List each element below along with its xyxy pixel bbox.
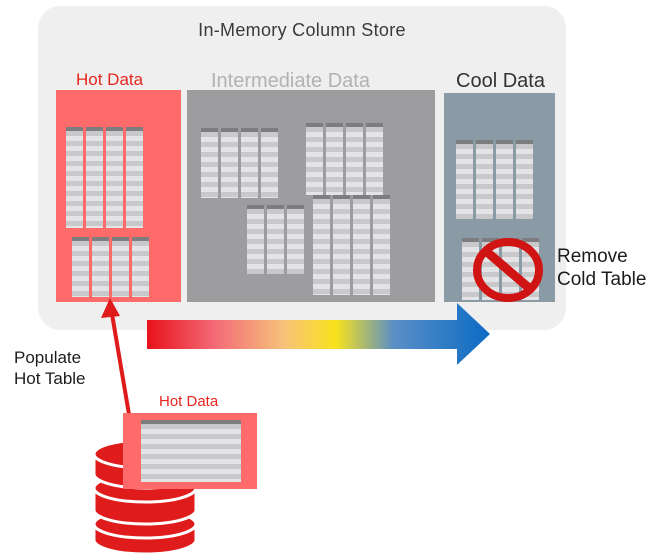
- store-title: In-Memory Column Store: [198, 20, 406, 40]
- cool-table: [456, 140, 533, 219]
- remove-label-line1: Remove: [557, 246, 628, 267]
- prohibited-icon: [473, 238, 543, 302]
- hot-table-large: [66, 127, 143, 228]
- arrow-icon: [147, 303, 490, 365]
- remove-label-line2: Cold Table: [557, 269, 647, 290]
- intermediate-data-label: Intermediate Data: [211, 70, 370, 92]
- populate-label-line2: Hot Table: [14, 369, 86, 388]
- intermediate-table-4: [313, 195, 390, 295]
- intermediate-table-2: [306, 123, 383, 195]
- intermediate-table-1: [201, 128, 278, 198]
- hot-table-small: [72, 237, 149, 297]
- hot-data-box-table: [141, 420, 241, 482]
- populate-hot-table-label: Populate Hot Table: [14, 347, 86, 389]
- hot-data-label: Hot Data: [76, 70, 144, 89]
- intermediate-table-3: [247, 205, 304, 274]
- populate-label-line1: Populate: [14, 348, 82, 367]
- cool-data-label: Cool Data: [456, 70, 545, 92]
- remove-cold-table-label: Remove Cold Table: [557, 245, 646, 291]
- hot-data-box-label: Hot Data: [159, 393, 219, 410]
